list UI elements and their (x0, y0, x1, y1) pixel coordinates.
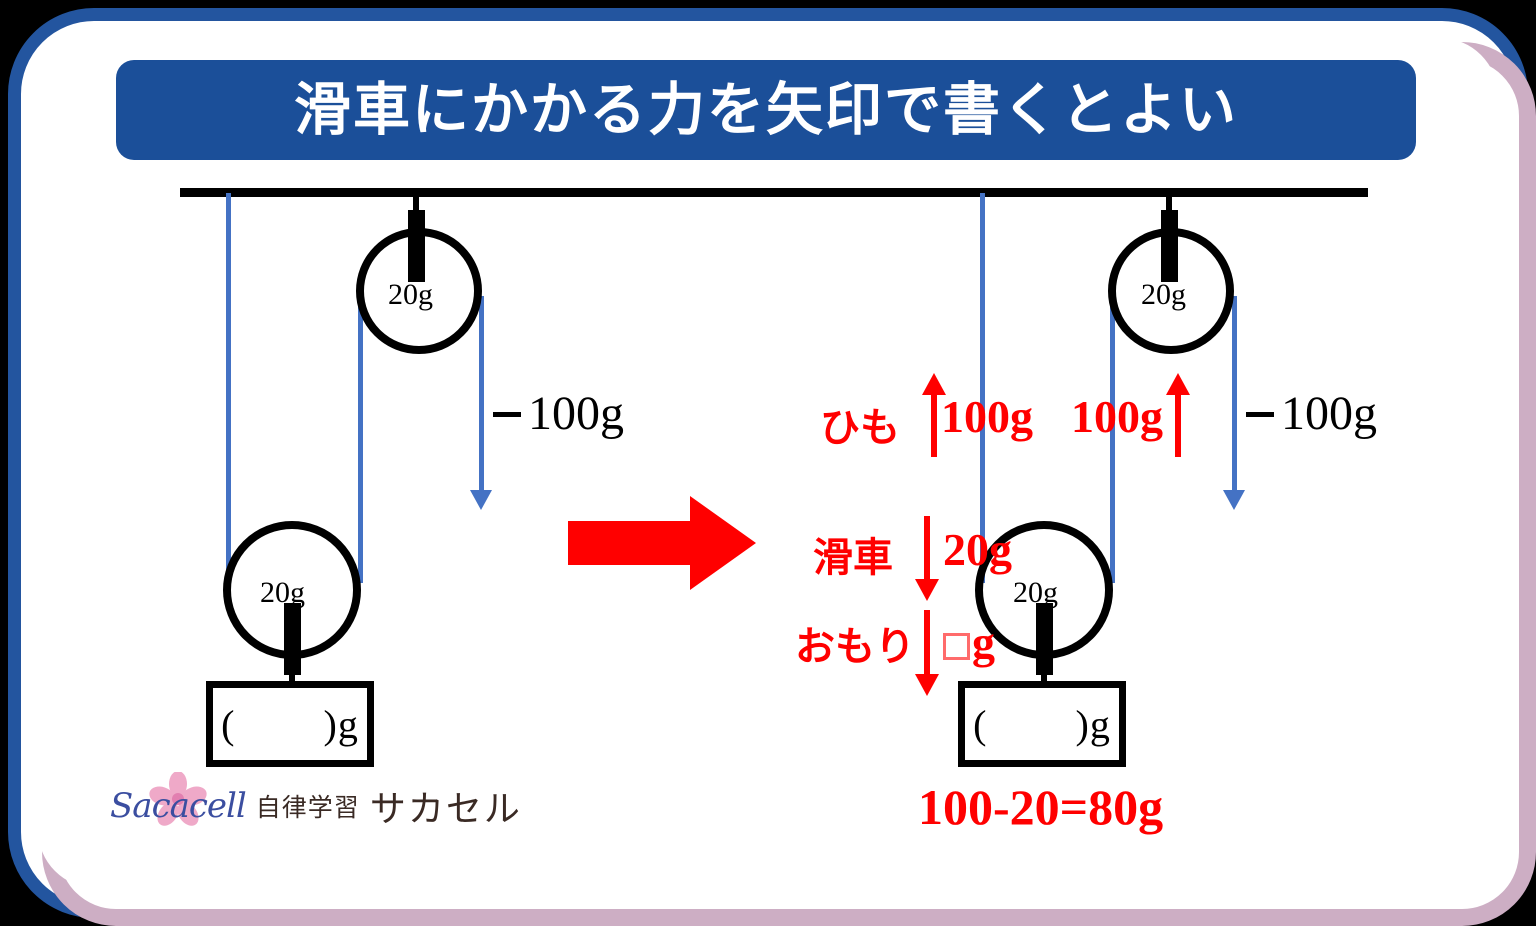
weight-box-left: ( )g (206, 681, 374, 767)
annotation-rope-force-left: 100g (941, 391, 1033, 442)
annotation-rope-label: ひも (820, 405, 900, 451)
annotation-pulley-label: 滑車 (813, 535, 893, 581)
rope-free-end-right (1232, 296, 1237, 496)
annotation-rope-force-right: 100g (1071, 391, 1163, 442)
ceiling-bar-right (938, 188, 1368, 197)
rope-anchor-right (980, 193, 985, 583)
fixed-pulley-left (356, 228, 482, 354)
fixed-pulley-label-right: 20g (1141, 278, 1186, 311)
transition-arrow (568, 493, 758, 598)
rope-force-left-shaft (931, 393, 937, 457)
rope-force-right-shaft (1175, 393, 1181, 457)
title-banner: 滑車にかかる力を矢印で書くとよい (116, 60, 1416, 160)
pulley-force-arrowhead (915, 579, 939, 601)
logo-script-text: Sacacell (110, 786, 247, 826)
pulley-force-shaft (924, 516, 930, 586)
rope-middle-left (358, 296, 363, 583)
tension-tick-right (1246, 412, 1274, 417)
result-formula: 100-20=80g (918, 779, 1164, 835)
annotation-weight-label: おもり (795, 624, 915, 670)
rope-free-end-arrowhead-right (1223, 490, 1245, 510)
movable-pulley-hanger-rod-right (1041, 603, 1047, 675)
rope-force-left-arrowhead (922, 373, 946, 395)
fixed-pulley-right (1108, 228, 1234, 354)
annotation-pulley-force: 20g (943, 524, 1012, 575)
weight-box-label-left: ( )g (221, 701, 359, 747)
rope-free-end-left (479, 296, 484, 496)
tension-label-left: 100g (528, 387, 624, 440)
page-title: 滑車にかかる力を矢印で書くとよい (294, 77, 1238, 142)
right-arrow-icon (568, 496, 756, 590)
weight-box-right: ( )g (958, 681, 1126, 767)
annotation-weight-force-unit: g (972, 617, 995, 668)
rope-free-end-arrowhead-left (470, 490, 492, 510)
movable-pulley-hanger-rod-left (289, 603, 295, 675)
weight-box-label-right: ( )g (973, 701, 1111, 747)
rope-anchor-left (226, 193, 231, 583)
sakura-flower-icon (149, 772, 207, 826)
slide-canvas: 滑車にかかる力を矢印で書くとよい 20g 100g 20g (38, 38, 1498, 888)
fixed-pulley-stem-right (1166, 190, 1172, 214)
weight-force-shaft (924, 610, 930, 680)
brand-logo: Sacacell 自律学習 サカセル (110, 772, 522, 832)
logo-subtitle: 自律学習 (255, 793, 360, 822)
fixed-pulley-stem-left (413, 190, 419, 214)
fixed-pulley-label-left: 20g (388, 278, 433, 311)
weight-force-arrowhead (915, 674, 939, 696)
annotation-weight-force: g (943, 616, 995, 669)
logo-brand-name: サカセル (369, 789, 522, 830)
tension-label-right: 100g (1281, 387, 1377, 440)
rope-middle-right (1110, 296, 1115, 583)
tension-tick-left (493, 412, 521, 417)
rope-force-right-arrowhead (1166, 373, 1190, 395)
ceiling-bar-left (180, 188, 1228, 197)
unknown-box-icon (943, 633, 970, 660)
